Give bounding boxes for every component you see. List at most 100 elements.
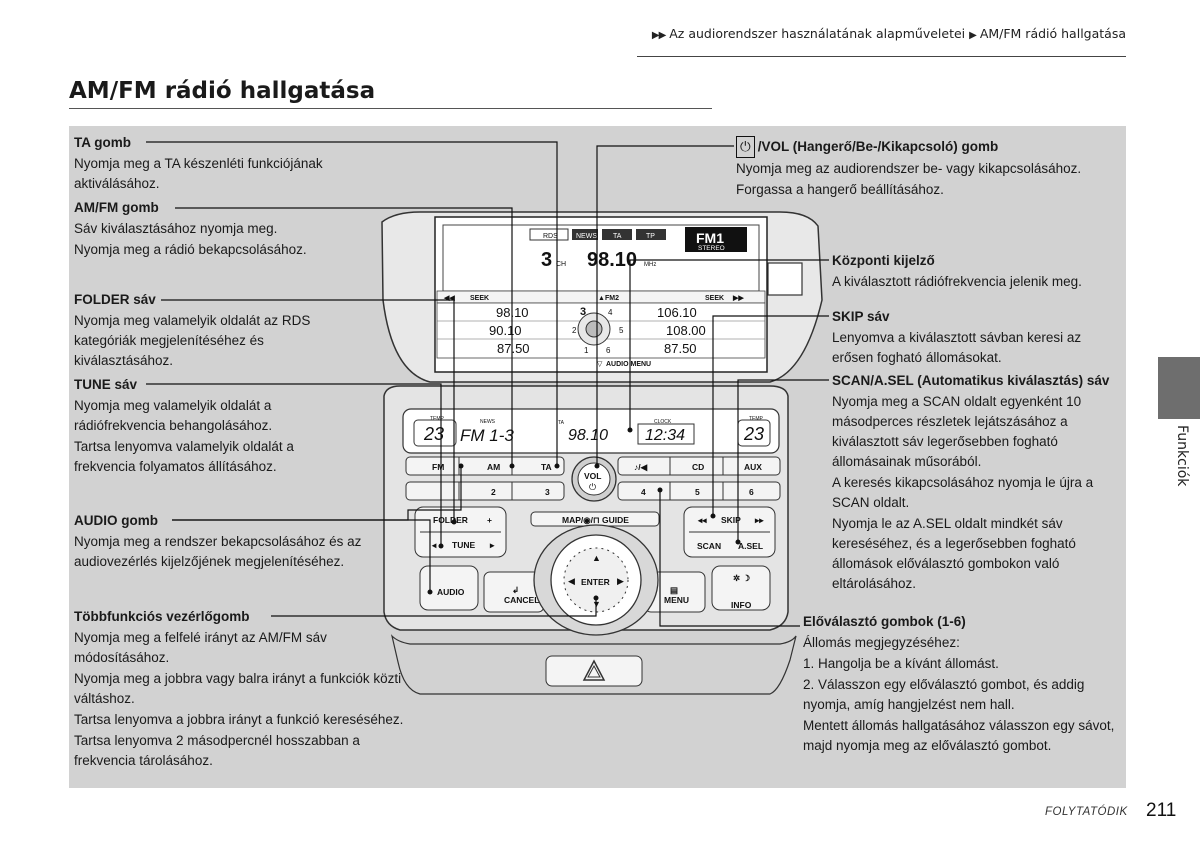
annotation-preset-buttons: Előválasztó gombok (1-6) Állomás megjegy… xyxy=(803,612,1121,756)
header-rule xyxy=(637,56,1126,57)
annotation-text: Nyomja meg a jobbra vagy balra irányt a … xyxy=(74,671,402,706)
annotation-text: Nyomja meg valamelyik oldalát az RDS kat… xyxy=(74,313,311,368)
temp-label-right: TEMP xyxy=(749,416,764,422)
annotation-text: Nyomja meg a felfelé irányt az AM/FM sáv… xyxy=(74,630,327,665)
audio-menu-label: AUDIO MENU xyxy=(606,361,651,368)
temp-label-left: TEMP xyxy=(430,416,445,422)
preset-6-button[interactable]: 6 xyxy=(749,487,754,497)
preset-4-button[interactable]: 4 xyxy=(641,487,646,497)
channel-number: 3 xyxy=(541,249,552,271)
annotation-vol-button: ⏻/VOL (Hangerő/Be-/Kikapcsoló) gomb Nyom… xyxy=(736,136,1121,200)
frequency-readout: 98.10 xyxy=(587,249,637,271)
sensor-window xyxy=(767,262,803,296)
title-rule xyxy=(69,108,712,109)
band-mid-label: FM2 xyxy=(605,295,619,302)
preset-buttons-left[interactable] xyxy=(405,481,565,501)
right-small-icon: ▸ xyxy=(489,540,495,550)
info-button[interactable]: INFO xyxy=(731,600,752,610)
enter-button[interactable]: ENTER xyxy=(581,577,610,587)
annotation-heading: TA gomb xyxy=(74,135,131,150)
temp-right: 23 xyxy=(743,424,764,444)
asel-button[interactable]: A.SEL xyxy=(738,541,763,551)
leader-dots xyxy=(427,427,741,601)
preset-3-button[interactable]: 3 xyxy=(545,487,550,497)
band-badge-bg xyxy=(685,227,747,252)
aux-button[interactable]: AUX xyxy=(744,462,762,472)
preset-right-2: 108.00 xyxy=(666,323,706,338)
preset-5-button[interactable]: 5 xyxy=(695,487,700,497)
clock-label: CLOCK xyxy=(654,419,672,425)
source-buttons-right[interactable] xyxy=(617,456,781,476)
annotation-text: Nyomja meg a SCAN oldalt egyenként 10 má… xyxy=(832,394,1082,469)
band-badge: FM1 xyxy=(696,230,724,246)
breadcrumb-item-current[interactable]: AM/FM rádió hallgatása xyxy=(979,26,1126,41)
annotation-heading: SKIP sáv xyxy=(832,309,890,324)
folder-button[interactable]: FOLDER xyxy=(433,515,468,525)
channel-suffix: CH xyxy=(556,261,566,268)
cd-button[interactable]: CD xyxy=(692,462,704,472)
annotation-step: 2. Válasszon egy előválasztó gombot, és … xyxy=(803,677,1085,712)
dial-up-icon: ▲ xyxy=(592,553,601,563)
preset-buttons-right[interactable] xyxy=(617,481,781,501)
continued-label: FOLYTATÓDIK xyxy=(1045,806,1128,818)
ta-button[interactable]: TA xyxy=(541,462,552,472)
power-icon: ⏻ xyxy=(589,482,596,492)
info-button-frame[interactable] xyxy=(711,565,771,611)
preset-2-button[interactable]: 2 xyxy=(491,487,496,497)
preset-left-3: 87.50 xyxy=(497,341,530,356)
skip-button[interactable]: SKIP xyxy=(721,515,741,525)
annotation-heading: Többfunkciós vezérlőgomb xyxy=(74,609,250,624)
map-guide-button[interactable]: MAP/◉/⊓ GUIDE xyxy=(562,515,629,525)
cancel-button[interactable]: CANCEL xyxy=(504,595,539,605)
annotation-text: Tartsa lenyomva 2 másodpercnél hosszabba… xyxy=(74,733,360,768)
annotation-heading: SCAN/A.SEL (Automatikus kiválasztás) sáv xyxy=(832,373,1110,388)
arrow-icon: ▶ xyxy=(969,30,977,41)
annotation-text: Nyomja meg a TA készenléti funkciójának … xyxy=(74,156,323,191)
annotation-heading: TUNE sáv xyxy=(74,377,138,392)
annotation-text: Nyomja le az A.SEL oldalt mindkét sáv ke… xyxy=(832,516,1076,591)
dial-num-1: 1 xyxy=(584,346,589,355)
menu-button[interactable]: MENU xyxy=(664,595,689,605)
plus-icon: + xyxy=(487,515,492,525)
tune-button[interactable]: TUNE xyxy=(452,540,475,550)
fm-button[interactable]: FM xyxy=(432,462,444,472)
annotation-tune-bar: TUNE sáv Nyomja meg valamelyik oldalát a… xyxy=(74,375,306,477)
seek-left-icon: ◀◀ xyxy=(443,295,455,302)
hazard-button[interactable] xyxy=(545,655,643,687)
annotation-ta-button: TA gomb Nyomja meg a TA készenléti funkc… xyxy=(74,133,374,194)
indicator-row: RDS NEWS TA TP xyxy=(529,228,666,241)
audio-button-frame[interactable] xyxy=(419,565,479,611)
source-buttons-left[interactable] xyxy=(405,456,565,476)
annotation-text: Tartsa lenyomva valamelyik oldalát a fre… xyxy=(74,439,294,474)
annotation-heading: ⏻/VOL (Hangerő/Be-/Kikapcsoló) gomb xyxy=(736,136,1121,158)
dial-num-3: 3 xyxy=(580,306,586,318)
climate-icon: ✲ ☽ xyxy=(733,573,750,583)
breadcrumb-item[interactable]: Az audiorendszer használatának alapművel… xyxy=(669,26,966,41)
preset-right-3: 87.50 xyxy=(664,341,697,356)
indicator-news: NEWS xyxy=(576,233,597,240)
scan-button[interactable]: SCAN xyxy=(697,541,721,551)
section-tab[interactable] xyxy=(1158,357,1200,419)
ta-label: TA xyxy=(558,420,565,426)
music-button[interactable]: ♪/◀ xyxy=(634,462,649,472)
annotation-scan-asel-bar: SCAN/A.SEL (Automatikus kiválasztás) sáv… xyxy=(832,371,1122,594)
annotation-text: Állomás megjegyzéséhez: xyxy=(803,635,960,650)
dial-num-5: 5 xyxy=(619,326,624,335)
annotation-audio-button: AUDIO gomb Nyomja meg a rendszer bekapcs… xyxy=(74,511,379,572)
vol-label: VOL xyxy=(584,471,601,481)
seek-left-label: SEEK xyxy=(470,295,489,302)
annotation-text: Mentett állomás hallgatásához válasszon … xyxy=(803,718,1115,753)
indicator-rds: RDS xyxy=(543,233,558,240)
dial-left-icon: ◀ xyxy=(568,576,575,586)
annotation-text: Nyomja meg a rádió bekapcsolásához. xyxy=(74,242,307,257)
annotation-text: Tartsa lenyomva a jobbra irányt a funkci… xyxy=(74,712,404,727)
annotation-heading: AM/FM gomb xyxy=(74,200,159,215)
indicator-tp: TP xyxy=(646,233,655,240)
am-button[interactable]: AM xyxy=(487,462,500,472)
clock-readout: 12:34 xyxy=(645,427,685,444)
audio-button[interactable]: AUDIO xyxy=(437,587,465,597)
annotation-text: Forgassa a hangerő beállításához. xyxy=(736,182,944,197)
double-arrow-icon: ▶▶ xyxy=(651,30,666,41)
hazard-icon xyxy=(582,659,606,681)
